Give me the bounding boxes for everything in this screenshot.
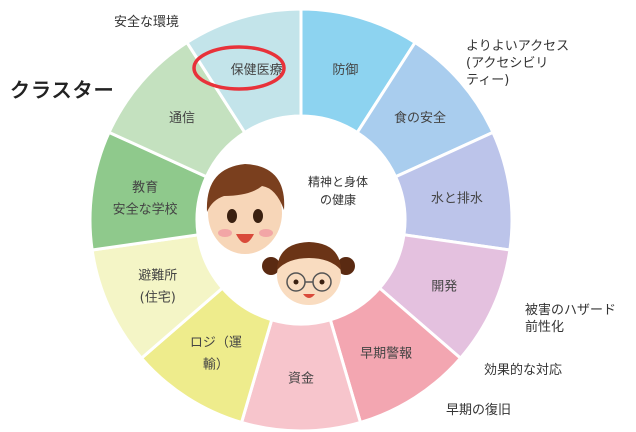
disaster-vulnerability-label: 被害のハザード 前性化 [525, 303, 617, 335]
segment-label-3: 開発 [431, 279, 457, 294]
cluster-label: クラスター [10, 78, 115, 102]
center-label-line1: 精神と身体 [308, 174, 368, 189]
segment-label-8: 教育安全な学校 [113, 180, 178, 218]
segment-label-1: 食の安全 [394, 110, 446, 126]
segment-label-10: 保健医療 [231, 63, 283, 78]
segment-label-0: 防御 [332, 62, 358, 78]
center-label-line2: の健康 [320, 192, 356, 207]
early-recovery-label: 早期の復旧 [446, 403, 512, 418]
segment-label-4: 早期警報 [360, 345, 412, 361]
effective-response-label: 効果的な対応 [484, 363, 563, 378]
segment-group [88, 7, 514, 432]
segment-label-2: 水と排水 [431, 192, 483, 207]
girl-face-icon [262, 242, 355, 305]
boy-face-icon [206, 164, 285, 254]
segment-label-5: 資金 [288, 371, 314, 387]
highlight-ring [192, 45, 286, 91]
accessibility-label: よりよいアクセス (アクセシビリ ティー) [466, 39, 570, 88]
segment-label-6: ロジ（運輸） [190, 335, 242, 372]
segment-label-7: 避難所(住宅) [138, 268, 177, 305]
safe-environment-label: 安全な環境 [114, 15, 180, 30]
segment-label-9: 通信 [169, 111, 195, 126]
